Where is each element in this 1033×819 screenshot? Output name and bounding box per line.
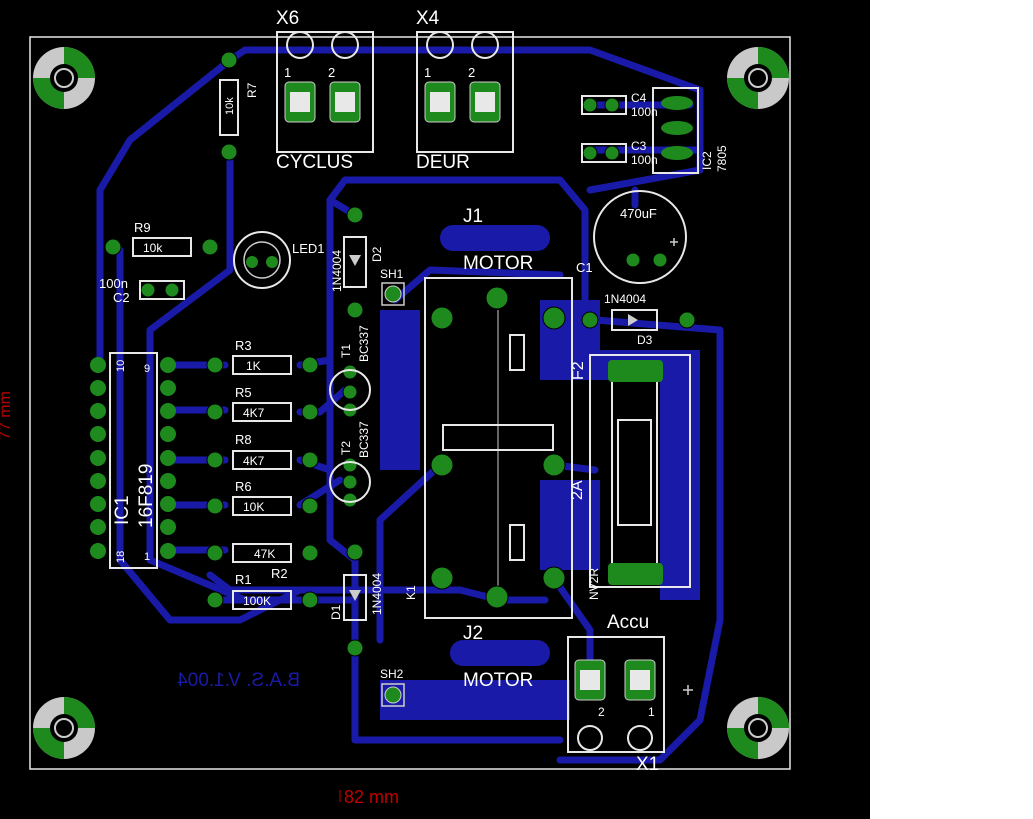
mounting-hole-top-right	[727, 47, 789, 109]
mounting-hole-bottom-left	[33, 697, 95, 759]
label-c3-value: 100n	[631, 153, 658, 167]
label-deur: DEUR	[416, 152, 470, 173]
x6-pin2-label: 2	[328, 65, 335, 80]
label-f2-ref: F2	[570, 361, 587, 380]
ic2-regulator	[652, 87, 699, 174]
diode-d2	[343, 236, 367, 288]
label-t2-value: BC337	[357, 421, 371, 458]
label-r3-ref: R3	[235, 338, 252, 353]
polarity-marks	[670, 238, 693, 695]
label-r7-ref: R7	[245, 82, 259, 98]
label-t2-ref: T2	[339, 441, 353, 455]
x4-pin2-label: 2	[468, 65, 475, 80]
height-dimension-label: 77 mm	[0, 391, 14, 440]
label-k1: K1	[404, 585, 418, 600]
x6-pin1-label: 1	[284, 65, 291, 80]
label-d2-value: 1N4004	[330, 250, 344, 292]
terminal-x6	[276, 31, 374, 153]
label-r6-value: 10K	[243, 500, 264, 514]
label-d1-value: 1N4004	[370, 573, 384, 615]
diode-d1	[343, 574, 367, 621]
label-c2-ref: C2	[113, 290, 130, 305]
ic1-pin18-label: 18	[115, 551, 127, 563]
label-c1-ref: C1	[576, 260, 593, 275]
label-c4-ref: C4	[631, 91, 647, 105]
ic1-pads	[90, 357, 176, 559]
ic1-outline	[109, 352, 158, 569]
label-accu: Accu	[607, 612, 649, 633]
silkscreen-labels: X6 X4 CYCLUS DEUR 1 2 1 2 J1 MOTOR J2 MO…	[99, 8, 729, 775]
small-capacitors	[139, 95, 627, 300]
label-t1-ref: T1	[339, 344, 353, 358]
fuse-holder-f2	[589, 354, 691, 588]
component-pads	[104, 51, 696, 657]
x4-pin1-label: 1	[424, 65, 431, 80]
mounting-hole-top-left	[33, 47, 95, 109]
label-ic2-value: 7805	[715, 145, 729, 172]
label-j2-ref: J2	[463, 623, 483, 644]
label-ic1-value: 16F819	[136, 464, 157, 528]
board-outline	[29, 36, 791, 770]
label-sh2: SH2	[380, 667, 404, 681]
ic1-pin10-label: 10	[115, 360, 127, 372]
label-ic2-ref: IC2	[700, 151, 714, 170]
terminal-x1	[567, 636, 665, 753]
label-r8-ref: R8	[235, 432, 252, 447]
label-r1-value: 100K	[243, 594, 271, 608]
label-c2-value: 100n	[99, 276, 128, 291]
label-c4-value: 100n	[631, 105, 658, 119]
label-r5-ref: R5	[235, 385, 252, 400]
label-r2-ref: R2	[271, 566, 288, 581]
label-j1-name: MOTOR	[463, 253, 533, 274]
transistor-t1	[329, 369, 371, 411]
diode-d3	[611, 309, 658, 331]
transistor-t2	[329, 461, 371, 503]
ic1-pin9-label: 9	[144, 363, 150, 375]
label-r9-ref: R9	[134, 220, 151, 235]
label-d2-ref: D2	[370, 246, 384, 262]
x1-pin1-label: 1	[648, 705, 655, 719]
label-j1-ref: J1	[463, 206, 483, 227]
label-j2-name: MOTOR	[463, 670, 533, 691]
label-x6-ref: X6	[276, 8, 299, 29]
terminal-x4	[416, 31, 514, 153]
label-cyclus: CYCLUS	[276, 152, 353, 173]
label-f2-holder: NV2R	[587, 568, 601, 600]
resistor-bodies	[132, 79, 292, 610]
shield-pads	[381, 282, 405, 707]
label-r9-value: 10k	[143, 241, 163, 255]
label-r2-value: 47K	[254, 547, 275, 561]
led1	[233, 231, 291, 289]
copper-pours	[380, 225, 700, 720]
x1-pin2-label: 2	[598, 705, 605, 719]
label-d3-value: 1N4004	[604, 292, 646, 306]
label-r8-value: 4K7	[243, 454, 265, 468]
width-dimension-label: 82 mm	[344, 787, 399, 807]
label-sh1: SH1	[380, 267, 404, 281]
label-x4-ref: X4	[416, 8, 440, 29]
label-r1-ref: R1	[235, 572, 252, 587]
mounting-hole-bottom-right	[727, 697, 789, 759]
label-d3-ref: D3	[637, 333, 653, 347]
label-c1-value: 470uF	[620, 206, 657, 221]
label-d1-ref: D1	[329, 604, 343, 620]
label-led1: LED1	[292, 241, 325, 256]
label-ic1-ref: IC1	[112, 495, 133, 525]
relay-k1	[424, 277, 573, 619]
label-r3-value: 1K	[246, 359, 261, 373]
capacitor-c1	[593, 190, 687, 284]
label-t1-value: BC337	[357, 325, 371, 362]
label-c3-ref: C3	[631, 139, 647, 153]
label-r7-value: 10k	[224, 97, 236, 115]
label-r5-value: 4K7	[243, 406, 265, 420]
label-r6-ref: R6	[235, 479, 252, 494]
label-f2-value: 2A	[569, 480, 586, 500]
ic1-pin1-label: 1	[144, 551, 150, 563]
mounting-holes	[33, 47, 789, 759]
label-x1-ref: X1	[636, 754, 659, 775]
board-version-text: B.A.S. V.1.004	[177, 670, 300, 691]
